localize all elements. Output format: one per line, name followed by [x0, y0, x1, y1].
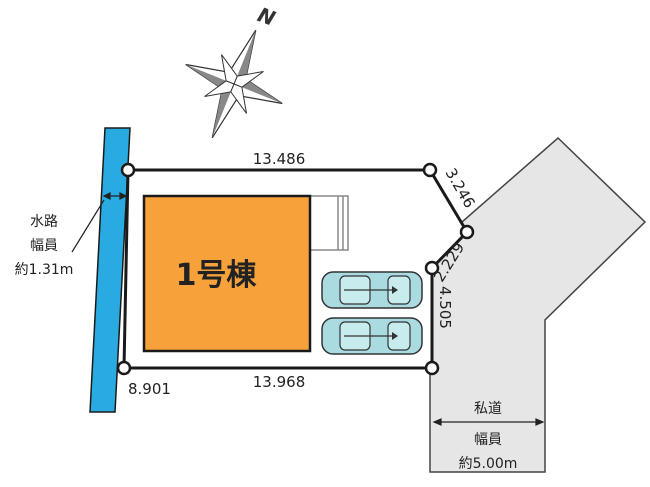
private-road-width-value: 約5.00m: [459, 456, 518, 472]
private-road: [429, 136, 647, 473]
boundary-markers: [116, 162, 475, 376]
waterway-label-line2: 幅員: [30, 238, 58, 254]
waterway-width-arrow: [71, 192, 128, 253]
dim-bottom: 13.968: [253, 373, 306, 391]
private-road-name: 私道: [474, 401, 502, 417]
car-icon: [321, 271, 423, 309]
dim-top: 13.486: [253, 150, 306, 168]
car-icon: [321, 317, 423, 355]
road-width-arrow: [432, 418, 545, 426]
compass-rose-icon: [185, 29, 283, 139]
building-1: [142, 194, 312, 353]
waterway-label-line1: 水路: [30, 214, 58, 230]
dim-right-lower: 4.505: [436, 286, 454, 329]
waterway-label-line3: 約1.31m: [15, 262, 74, 278]
dim-left: 8.901: [128, 380, 171, 398]
building-label: 1号棟: [176, 258, 258, 293]
private-road-width-label: 幅員: [474, 432, 502, 448]
compass-north-label: N: [254, 2, 278, 30]
